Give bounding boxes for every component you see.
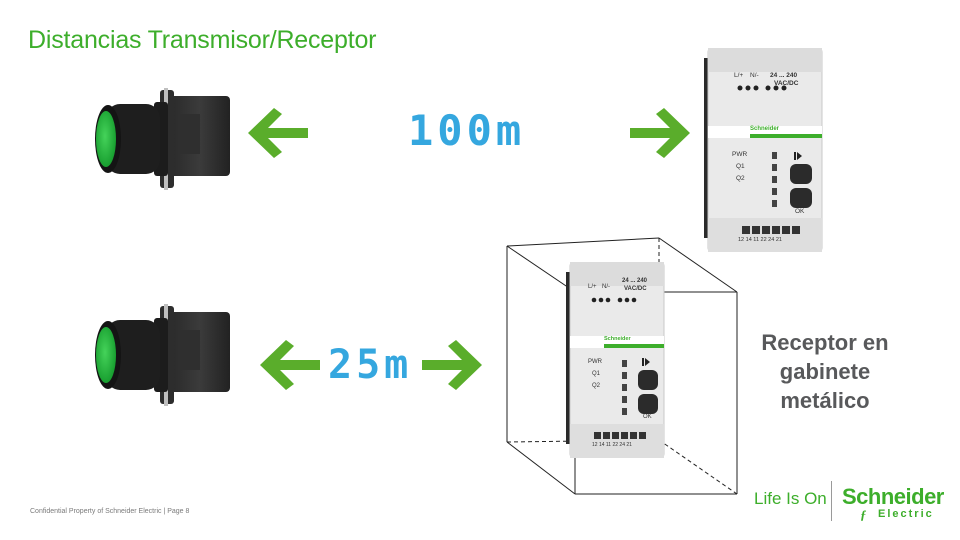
device-power-minus: N/- [602, 284, 610, 290]
receptor-caption: Receptor en gabinete metálico [761, 330, 889, 413]
left-arrow-icon [260, 340, 320, 390]
push-button-transmitter-icon [95, 304, 230, 406]
schneider-logo-name: Schneider [842, 484, 944, 509]
device-voltage-type: VAC/DC [774, 80, 799, 87]
device-led-q2: Q2 [736, 175, 745, 182]
footer-confidential: Confidential Property of Schneider Elect… [30, 508, 190, 515]
device-power-plus: L/+ [588, 284, 597, 290]
device-brand: Schneider [750, 126, 780, 132]
device-led-pwr: PWR [732, 151, 748, 158]
device-power-minus: N/- [750, 72, 759, 79]
device-led-q1: Q1 [592, 371, 601, 377]
right-arrow-icon [422, 340, 482, 390]
right-arrow-icon [630, 108, 690, 158]
life-is-on-tagline: Life Is On [754, 489, 827, 508]
device-voltage-range: 24 ... 240 [622, 278, 648, 284]
device-voltage-type: VAC/DC [624, 286, 647, 292]
distance-long-label: 100m [408, 106, 526, 155]
device-led-pwr: PWR [588, 359, 602, 365]
left-arrow-icon [248, 108, 308, 158]
device-ok-label: OK [643, 414, 652, 420]
receiver-module-icon: L/+ N/- 24 ... 240 VAC/DC Schneider PWR … [566, 262, 666, 458]
distance-short-label: 25m [328, 342, 413, 388]
brand-divider [831, 481, 832, 521]
device-power-plus: L/+ [734, 72, 744, 79]
device-terminals: 12 14 11 22 24 21 [738, 237, 782, 243]
device-brand: Schneider [604, 336, 631, 342]
device-led-q1: Q1 [736, 163, 745, 170]
device-terminals: 12 14 11 22 24 21 [592, 442, 632, 448]
schneider-logo-icon: ƒ [860, 507, 867, 522]
device-led-q2: Q2 [592, 383, 601, 389]
device-voltage-range: 24 ... 240 [770, 72, 798, 79]
device-ok-label: OK [795, 208, 805, 215]
schneider-logo-sub: Electric [878, 508, 934, 520]
slide-title: Distancias Transmisor/Receptor [28, 26, 377, 54]
push-button-transmitter-icon [95, 88, 230, 190]
receiver-module-icon: L/+ N/- 24 ... 240 VAC/DC Schneider PWR … [704, 48, 826, 252]
